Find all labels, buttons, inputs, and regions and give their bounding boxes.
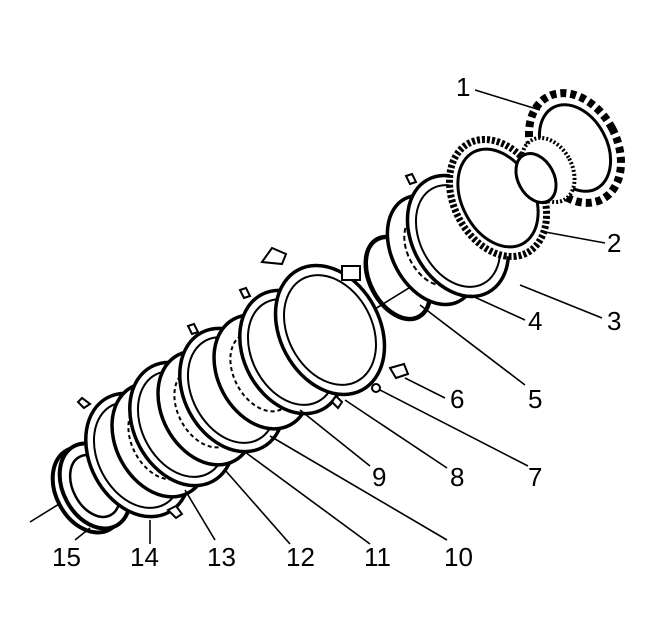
callout-10: 10	[444, 542, 473, 572]
callout-12: 12	[286, 542, 315, 572]
callout-2: 2	[607, 228, 621, 258]
callout-6: 6	[450, 384, 464, 414]
callout-15: 15	[52, 542, 81, 572]
callout-4: 4	[528, 306, 542, 336]
callout-14: 14	[130, 542, 159, 572]
part-1-hub	[514, 89, 626, 207]
leader-lines	[74, 89, 606, 545]
callout-1: 1	[456, 72, 470, 102]
callout-labels: 1 2 3 4 5 6 7 8 9 10 11 12 13 14 15	[52, 72, 621, 572]
callout-8: 8	[450, 462, 464, 492]
part-7-piston-plate	[260, 246, 387, 397]
callout-11: 11	[364, 542, 391, 572]
callout-13: 13	[207, 542, 236, 572]
callout-5: 5	[528, 384, 542, 414]
callout-9: 9	[372, 462, 386, 492]
callout-3: 3	[607, 306, 621, 336]
callout-7: 7	[528, 462, 542, 492]
part-6-clip	[371, 362, 410, 393]
